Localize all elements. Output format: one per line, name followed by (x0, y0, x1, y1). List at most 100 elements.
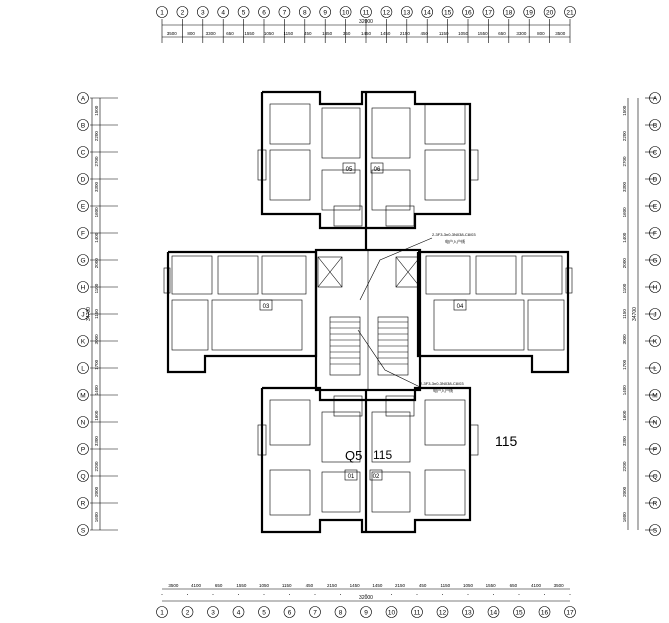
top-axis-label: 7 (283, 10, 287, 17)
top-bedroom-1 (269, 103, 311, 145)
top-axis-bubble (380, 6, 393, 18)
top-total-text: 32000 (359, 19, 373, 25)
elevator-right (395, 256, 421, 288)
top-dining-right (371, 169, 411, 211)
top-axis-bubble (339, 6, 352, 18)
bottom-bath-right (385, 395, 415, 417)
top-axis-bubble (360, 6, 372, 18)
left-dim-text: 2700 (94, 156, 99, 167)
unit-number: 01 (348, 474, 355, 480)
left-dim-text: 1400 (94, 232, 99, 243)
top-dim-text: 1450 (361, 31, 372, 36)
left-axis-bubble (77, 92, 89, 104)
bottom-bedroom-3 (269, 469, 311, 516)
bottom-axis-label: 17 (566, 610, 574, 617)
right-axis-label: P (653, 447, 657, 454)
bottom-axis-bubble (513, 606, 525, 618)
left-dim-text: 1150 (94, 309, 99, 319)
bottom-dim-text: 4100 (191, 583, 202, 588)
top-axis-bubble (156, 6, 168, 18)
left-axis-label: D (81, 177, 86, 184)
left-axis-label: B (81, 123, 85, 130)
left-wing-outline (166, 250, 318, 374)
left-dim-text: 1500 (94, 105, 99, 116)
right-axis-bubble (649, 227, 661, 239)
top-dim-text: 450 (421, 31, 429, 36)
left-dim-text: 1400 (94, 385, 99, 396)
left-bedroom-2 (217, 255, 259, 295)
bottom-dim-text: 1550 (236, 583, 247, 588)
unit-number-box (369, 469, 383, 481)
right-dim-text: 2000 (622, 258, 627, 269)
top-axis-label: 8 (303, 10, 307, 17)
unit-number: 06 (374, 167, 381, 173)
left-axis-label: A (81, 96, 86, 103)
top-dim-text: 1150 (283, 31, 293, 36)
left-axis-bubble (77, 443, 89, 455)
left-axis-label: M (80, 393, 85, 400)
top-axis-bubble (462, 6, 474, 18)
right-dim-text: 1400 (622, 385, 627, 396)
left-total-text: 34700 (86, 307, 92, 321)
left-axis-bubble (77, 470, 89, 482)
left-axis-bubble (77, 335, 89, 347)
note-upper-sub: 电户入户线 (445, 238, 465, 244)
bottom-dim-text: 3500 (168, 583, 179, 588)
right-dim-text: 1600 (622, 512, 627, 523)
bottom-axis-bubble (334, 606, 347, 618)
bottom-axis-label: 4 (237, 610, 241, 617)
left-dim-text: 1600 (94, 207, 99, 218)
bottom-dim-text: 1450 (350, 583, 361, 588)
left-axis-bubble (77, 146, 89, 158)
unit-number: 05 (346, 167, 353, 173)
leader-lower (357, 329, 421, 388)
unit-number: 02 (373, 474, 380, 480)
bottom-dim-text: 2150 (395, 583, 406, 588)
bottom-axis-bubble (564, 606, 576, 618)
bottom-dim-text: 1550 (486, 583, 497, 588)
left-axis-bubble (77, 362, 89, 374)
right-dim-text: 1600 (622, 410, 627, 421)
right-axis-label: J (653, 312, 656, 319)
top-axis-bubble (278, 6, 291, 18)
top-dim-text: 1150 (439, 31, 449, 36)
bottom-axis-bubble (207, 606, 219, 618)
right-axis-bubble (649, 416, 661, 428)
left-dim-text: 2000 (94, 258, 99, 269)
left-axis-bubble (77, 524, 89, 536)
right-axis-label: B (653, 123, 657, 130)
top-axis-bubble (482, 6, 495, 18)
right-dim-text: 2200 (622, 131, 627, 142)
bottom-axis-label: 3 (211, 610, 215, 617)
label-115-right: 115 (495, 433, 518, 449)
bottom-dining-left (321, 471, 361, 513)
top-dim-text: 650 (498, 31, 506, 36)
bottom-axis-label: 16 (541, 610, 549, 617)
top-bedroom-3 (269, 149, 311, 201)
bottom-total-text: 32000 (359, 595, 373, 601)
bottom-dining-right (371, 471, 411, 513)
top-axis-label: 12 (383, 10, 391, 17)
top-axis-label: 16 (464, 10, 472, 17)
unit-number-box (259, 299, 273, 311)
left-axis-label: L (81, 366, 85, 373)
left-dim-text: 1100 (94, 283, 99, 293)
bay-window (469, 424, 479, 456)
bottom-axis-bubble (232, 606, 245, 618)
unit-number-box (344, 469, 358, 481)
unit-number-box (370, 162, 384, 174)
left-axis-bubble (77, 173, 89, 185)
bottom-axis-label: 11 (414, 610, 421, 617)
right-axis-label: L (653, 366, 657, 373)
bottom-axis-label: 14 (490, 610, 498, 617)
top-axis-bubble (543, 6, 556, 18)
bottom-axis-label: 10 (388, 610, 396, 617)
bottom-axis-bubble (156, 606, 168, 618)
left-axis-label: K (81, 339, 86, 346)
left-dim-text: 1600 (94, 512, 99, 523)
unit-number-box (453, 299, 467, 311)
bottom-axis-label: 12 (439, 610, 447, 617)
bottom-axis-bubble (385, 606, 398, 618)
top-axis-label: 15 (444, 10, 452, 17)
right-axis-bubble (649, 281, 661, 293)
